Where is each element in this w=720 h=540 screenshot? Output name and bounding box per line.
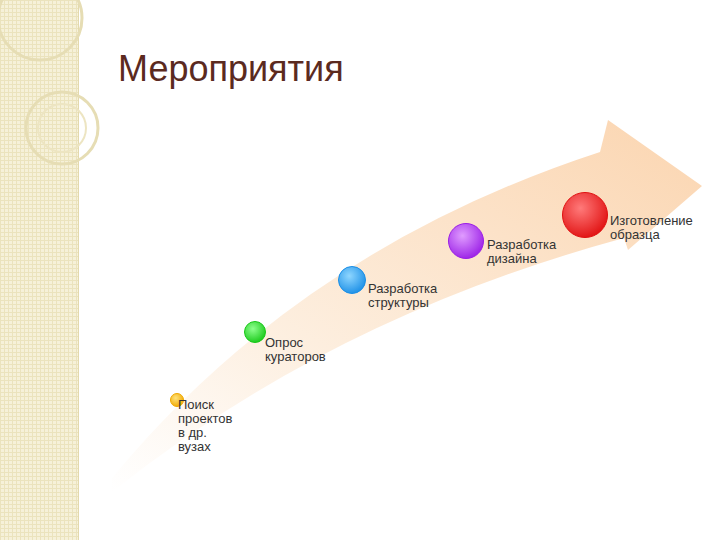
circle-fill	[449, 224, 484, 259]
step-circle: Изготовление образца	[562, 192, 608, 238]
decor-arc	[0, 0, 82, 60]
step-label: Опрос кураторов	[265, 336, 345, 364]
circle-fill	[339, 267, 366, 294]
step-circle: Разработка структуры	[338, 266, 366, 294]
circle-shape	[562, 192, 608, 238]
decor-arc	[26, 92, 98, 164]
circle-shape	[244, 321, 266, 343]
side-panel	[0, 0, 78, 540]
step-circle: Поиск проектов в др. вузах	[170, 393, 184, 407]
step-label: Разработка дизайна	[487, 238, 567, 266]
step-label: Разработка структуры	[368, 282, 448, 310]
step-circle: Опрос кураторов	[244, 321, 266, 343]
decor-arc	[38, 104, 86, 152]
step-circle: Разработка дизайна	[448, 223, 484, 259]
panel-edge	[78, 0, 79, 540]
progress-arrow	[112, 120, 702, 492]
circle-fill	[563, 193, 608, 238]
circle-fill	[245, 322, 266, 343]
step-label: Поиск проектов в др. вузах	[178, 398, 242, 454]
step-label: Изготовление образца	[610, 214, 702, 242]
slide-title: Мероприятия	[118, 48, 344, 90]
circle-shape	[448, 223, 484, 259]
circle-shape	[338, 266, 366, 294]
